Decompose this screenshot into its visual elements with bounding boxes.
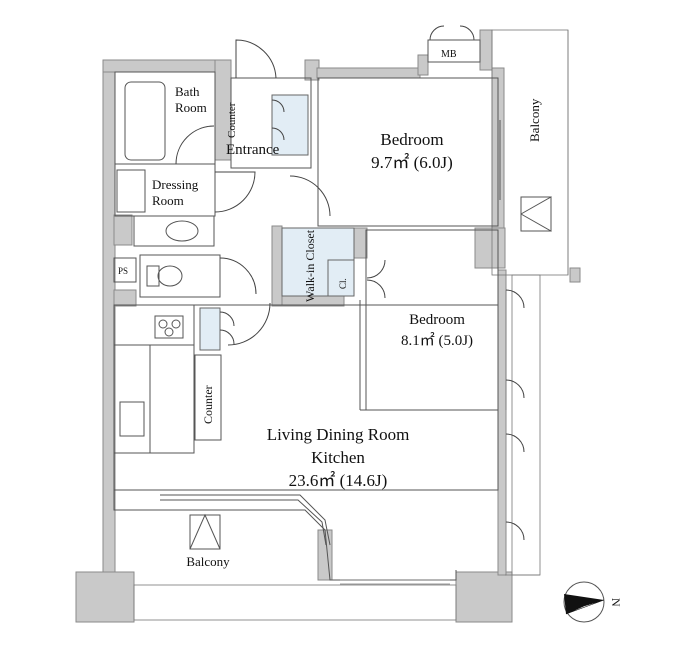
- ldk-label-2: Kitchen: [311, 448, 365, 467]
- entrance-label: Entrance: [226, 142, 280, 158]
- counter-entrance-label: Counter: [226, 102, 238, 138]
- balcony-east-label: Balcony: [527, 98, 542, 142]
- ldk-area: 23.6㎡ (14.6J): [289, 471, 388, 490]
- cl-label: Cl.: [338, 278, 348, 289]
- balcony-east-outline: [491, 29, 569, 576]
- mb-label: MB: [441, 49, 457, 60]
- dressing-label-1: Dressing: [152, 177, 199, 192]
- bedroom2-area: 8.1㎡ (5.0J): [401, 332, 473, 349]
- bedroom2-label: Bedroom: [409, 312, 465, 328]
- bedroom1-label: Bedroom: [380, 130, 443, 149]
- ps-label: PS: [118, 266, 128, 276]
- dressing-label-2: Room: [152, 193, 184, 208]
- ldk-label-1: Living Dining Room: [267, 425, 410, 444]
- walkin-label: Walk-in Closet: [303, 229, 317, 302]
- balcony-south-label: Balcony: [186, 554, 230, 569]
- walls: [75, 29, 581, 623]
- bath-label-2: Room: [175, 100, 207, 115]
- counter-kitchen-label: Counter: [201, 385, 215, 424]
- compass-label: N: [609, 598, 623, 607]
- bath-label-1: Bath: [175, 84, 200, 99]
- compass-icon: [563, 581, 605, 623]
- ac-unit-icon: [520, 196, 552, 232]
- interior-lines: [113, 71, 507, 585]
- bedroom1-area: 9.7㎡ (6.0J): [371, 153, 453, 172]
- ac-unit-icon-south: [189, 513, 221, 550]
- balcony-south-outline: [133, 584, 457, 621]
- doors: [175, 25, 525, 541]
